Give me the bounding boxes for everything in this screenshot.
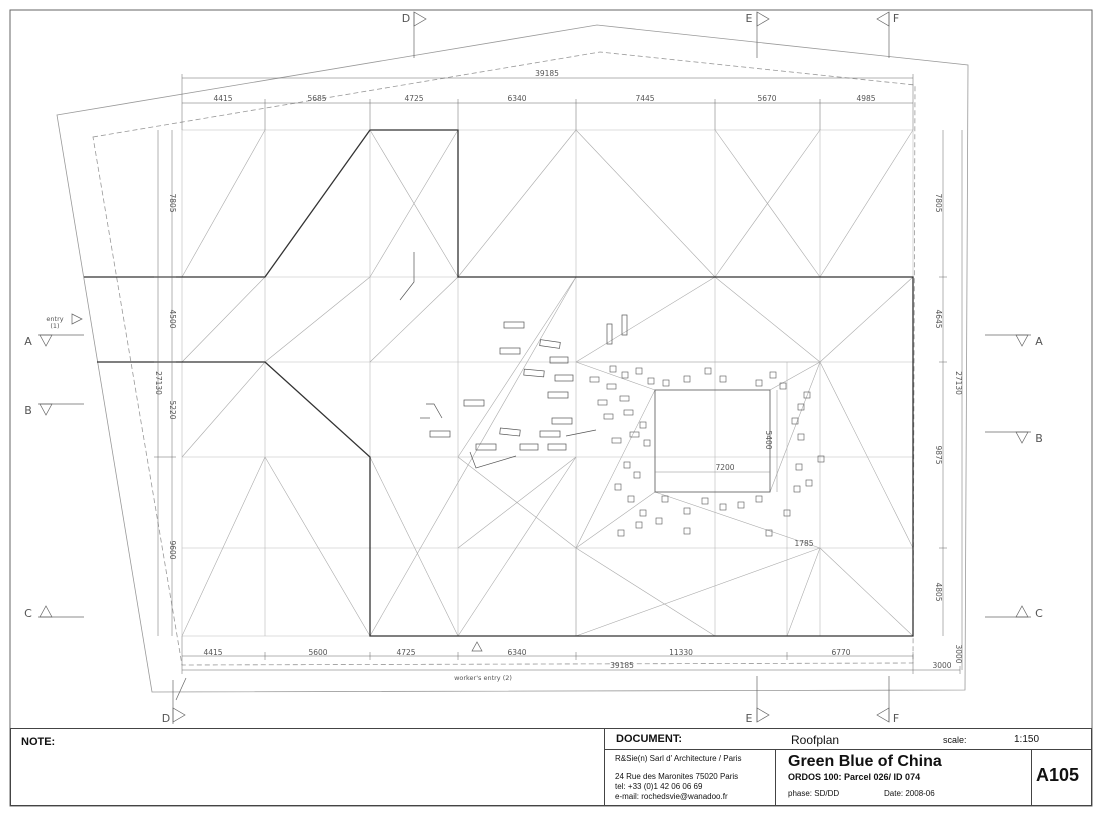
dim-top-1: 4415 (213, 94, 232, 103)
roof-facets (181, 129, 914, 637)
dim-left-4: 9600 (168, 540, 177, 559)
sheet-frame (9, 9, 1093, 807)
scale-value: 1:150 (1014, 734, 1040, 745)
dim-right-2: 4645 (934, 309, 943, 328)
dim-top-3: 4725 (404, 94, 423, 103)
dim-right-4: 4805 (934, 582, 943, 601)
dim-top-4: 6340 (507, 94, 526, 103)
roof-details (399, 252, 597, 469)
dim-bottom-total: 39185 (610, 661, 634, 670)
section-label-b-right: B (1035, 432, 1043, 445)
title-block-divider (604, 729, 605, 805)
dim-top-5: 7445 (635, 94, 654, 103)
section-marker-graphics (38, 11, 1031, 724)
office-address: 24 Rue des Maronites 75020 Paris (615, 772, 739, 781)
dim-bottom-3: 4725 (396, 648, 415, 657)
scale-label: scale: (943, 735, 967, 745)
dim-void-height: 5400 (764, 430, 773, 449)
dim-misc: 1785 (794, 539, 813, 548)
dim-bottom-5: 11330 (669, 648, 693, 657)
section-label-e-bottom: E (746, 712, 753, 725)
dim-right-1: 7805 (934, 193, 943, 212)
central-void (654, 389, 771, 493)
document-label: DOCUMENT: (616, 733, 682, 745)
section-label-a-left: A (24, 335, 32, 348)
title-block-divider (604, 749, 1091, 750)
section-label-c-left: C (24, 607, 32, 620)
dim-right-total: 27130 (954, 371, 963, 395)
dim-void-width: 7200 (715, 463, 734, 472)
title-block-divider (1031, 749, 1032, 805)
project-phase: phase: SD/DD (788, 789, 840, 798)
project-title: Green Blue of China (788, 753, 942, 770)
dimension-lines (154, 74, 963, 674)
dim-right-offset: 3000 (954, 644, 963, 663)
dim-top-total: 39185 (535, 69, 559, 78)
title-block-divider (775, 749, 776, 805)
sheet-number: A105 (1036, 765, 1080, 785)
dim-left-total: 27130 (154, 371, 163, 395)
section-label-d-bottom: D (162, 712, 170, 725)
entry-1-label: entry (46, 315, 63, 323)
section-label-d-top: D (402, 12, 410, 25)
dim-left-2: 4500 (168, 309, 177, 328)
entry-1-number: (1) (50, 322, 59, 330)
section-label-b-left: B (24, 404, 32, 417)
building-outline (84, 129, 914, 637)
dim-bottom-1: 4415 (203, 648, 222, 657)
dim-right-3: 9875 (934, 445, 943, 464)
dim-bottom-offset: 3000 (932, 661, 951, 670)
dim-top-7: 4985 (856, 94, 875, 103)
dim-bottom-2: 5600 (308, 648, 327, 657)
note-label: NOTE: (21, 736, 56, 748)
office-email: e-mail: rochedsvie@wanadoo.fr (615, 792, 728, 801)
section-label-c-right: C (1035, 607, 1043, 620)
section-label-f-bottom: F (893, 712, 899, 725)
project-subtitle: ORDOS 100: Parcel 026/ ID 074 (788, 772, 921, 782)
dim-top-2: 5685 (307, 94, 326, 103)
site-boundary (56, 24, 969, 693)
office-tel: tel: +33 (0)1 42 06 06 69 (615, 782, 703, 791)
dim-left-3: 5220 (168, 400, 177, 419)
workers-entry-label: worker's entry (2) (454, 674, 512, 682)
section-label-a-right: A (1035, 335, 1043, 348)
section-label-e-top: E (746, 12, 753, 25)
skylights (429, 314, 628, 451)
small-skylights (589, 365, 825, 537)
dim-bottom-6: 6770 (831, 648, 850, 657)
setback-line (92, 51, 916, 666)
dim-top-6: 5670 (757, 94, 776, 103)
dim-left-1: 7805 (168, 193, 177, 212)
document-value: Roofplan (791, 733, 840, 747)
project-date: Date: 2008-06 (884, 789, 935, 798)
structural-grid (181, 129, 914, 637)
office-name: R&Sie(n) Sarl d' Architecture / Paris (615, 754, 742, 763)
section-label-f-top: F (893, 12, 899, 25)
dim-bottom-4: 6340 (507, 648, 526, 657)
title-block: NOTE: DOCUMENT: Roofplan scale: 1:150 R&… (10, 728, 1092, 806)
